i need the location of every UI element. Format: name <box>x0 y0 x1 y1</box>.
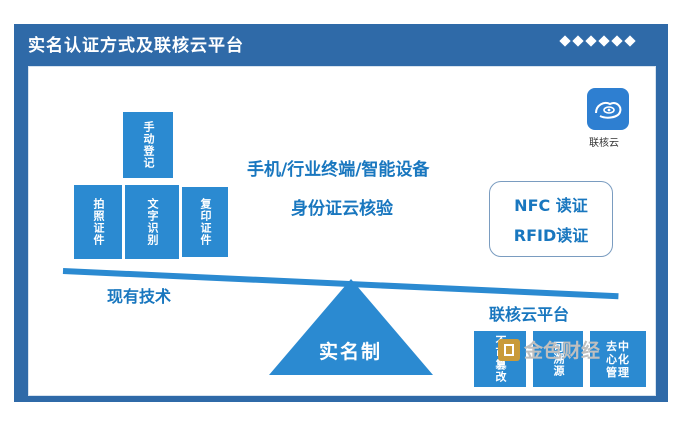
logo-caption: 联核云 <box>589 138 619 149</box>
card-text-recognition: 文字识别 <box>125 185 179 259</box>
center-line-cloud-verify: 身份证云核验 <box>291 199 393 219</box>
fulcrum-triangle <box>269 279 433 375</box>
card-label: 可溯源 <box>552 341 565 377</box>
diamond-icon <box>572 35 584 47</box>
diamond-icon <box>559 35 571 47</box>
diamond-icon <box>585 35 597 47</box>
brand-icon <box>498 338 520 361</box>
diamond-icon <box>598 35 610 47</box>
card-traceable: 可溯源 <box>533 331 583 387</box>
lianheyun-logo <box>587 88 629 130</box>
slide-title: 实名认证方式及联核云平台 <box>28 36 244 56</box>
cloud-eye-icon <box>595 102 622 119</box>
fulcrum-label: 实名制 <box>319 341 383 363</box>
diagram-panel: 手动登记 拍照证件 文字识别 复印证件 手机/行业终端/智能设备 身份证云核验 … <box>28 66 656 396</box>
card-label: 复印证件 <box>199 198 212 246</box>
watermark: 金色财经 <box>498 336 600 363</box>
card-manual-registration: 手动登记 <box>123 112 173 178</box>
card-photo-id: 拍照证件 <box>74 185 122 259</box>
watermark-text: 金色财经 <box>524 340 601 362</box>
decorative-diamonds <box>559 35 636 47</box>
card-label: 文字识别 <box>146 198 159 246</box>
slide-frame: 实名认证方式及联核云平台 手动登记 拍照证件 文字识别 复印证件 手机/行业终端… <box>14 24 668 402</box>
card-label: 手动登记 <box>142 121 155 169</box>
card-label: 去中心化管理 <box>606 339 630 379</box>
diamond-icon <box>611 35 623 47</box>
nfc-label: NFC 读证 <box>514 196 588 215</box>
existing-tech-label: 现有技术 <box>107 287 172 306</box>
nfc-rfid-box: NFC 读证 RFID读证 <box>489 181 613 257</box>
platform-label: 联核云平台 <box>489 305 570 324</box>
card-label: 拍照证件 <box>92 198 105 246</box>
diamond-icon <box>624 35 636 47</box>
center-line-devices: 手机/行业终端/智能设备 <box>247 160 430 180</box>
card-photocopy-id: 复印证件 <box>182 187 228 257</box>
rfid-label: RFID读证 <box>513 226 589 245</box>
card-decentralized: 去中心化管理 <box>590 331 646 387</box>
